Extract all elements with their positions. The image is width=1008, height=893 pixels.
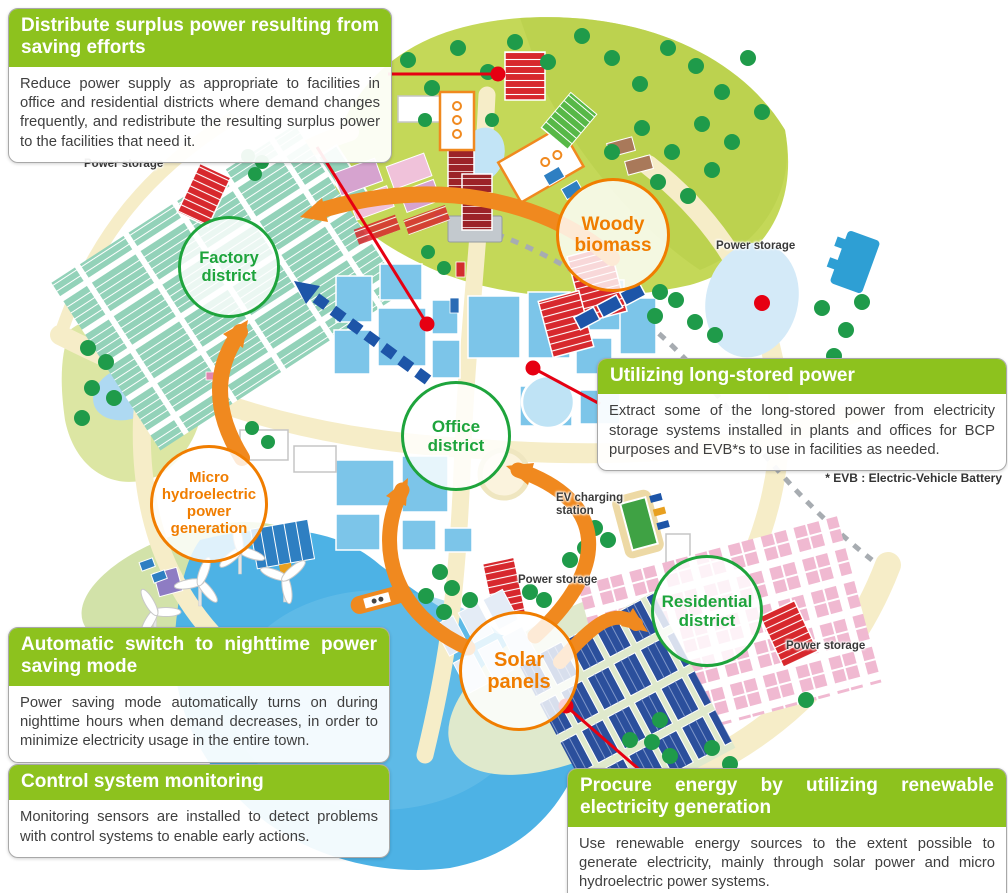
micro-hydro-solar-panel xyxy=(249,518,316,577)
callout-title: Automatic switch to nighttime power savi… xyxy=(9,628,389,686)
callout-title: Procure energy by utilizing renewable el… xyxy=(568,769,1006,827)
cars xyxy=(205,261,466,381)
district-label-office: Office district xyxy=(427,416,485,455)
source-label-woody-biomass: Woody biomass xyxy=(574,213,652,256)
ev-charging-station-label: EV charging station xyxy=(556,492,624,517)
callout-body: Use renewable energy sources to the exte… xyxy=(579,835,995,891)
district-label-factory: Factory district xyxy=(199,248,259,285)
callout-body: Extract some of the long-stored power fr… xyxy=(609,403,995,458)
callout-title: Utilizing long-stored power xyxy=(598,359,1006,395)
callout-connectors xyxy=(315,66,770,774)
small-blue-units xyxy=(138,557,168,584)
biomass-plant xyxy=(438,90,654,205)
district-circle-office: Office district xyxy=(401,381,511,491)
boat xyxy=(350,586,406,614)
ev-charging-station xyxy=(612,489,670,559)
callout-nighttime-saving: Automatic switch to nighttime power savi… xyxy=(8,627,390,763)
source-label-solar: Solar panels xyxy=(487,648,551,693)
callout-procure-renewable: Procure energy by utilizing renewable el… xyxy=(567,768,1007,893)
source-label-micro-hydro: Micro hydroelectric power generation xyxy=(161,469,257,537)
train xyxy=(572,281,647,331)
callout-control-monitoring: Control system monitoring Monitoring sen… xyxy=(8,764,390,858)
district-circle-factory: Factory district xyxy=(178,216,280,318)
callout-title: Distribute surplus power resulting from … xyxy=(9,9,391,67)
power-storage-label-residential: Power storage xyxy=(786,640,866,652)
trees xyxy=(74,28,870,784)
callout-body: Power saving mode automatically turns on… xyxy=(20,694,378,750)
source-circle-solar: Solar panels xyxy=(459,611,579,731)
district-circle-residential: Residential district xyxy=(651,555,763,667)
power-flow-arrowheads xyxy=(223,198,648,632)
source-circle-micro-hydro: Micro hydroelectric power generation xyxy=(150,445,268,563)
power-storage-label-solar: Power storage xyxy=(518,574,598,586)
surplus-redistribution-arrow xyxy=(294,281,432,385)
wind-turbines xyxy=(140,523,306,637)
callout-title: Control system monitoring xyxy=(9,765,389,801)
right-pond xyxy=(705,242,799,358)
power-storage-label-northeast: Power storage xyxy=(716,240,796,252)
evb-footnote: * EVB : Electric-Vehicle Battery xyxy=(825,471,1002,485)
source-circle-woody-biomass: Woody biomass xyxy=(556,178,670,292)
callout-long-stored-power: Utilizing long-stored power Extract some… xyxy=(597,358,1007,472)
callout-body: Reduce power supply as appropriate to fa… xyxy=(20,75,380,150)
district-label-residential: Residential district xyxy=(661,591,753,630)
round-building xyxy=(520,374,576,430)
callout-body: Monitoring sensors are installed to dete… xyxy=(20,809,378,845)
puzzle-building xyxy=(826,231,880,293)
callout-distribute-surplus: Distribute surplus power resulting from … xyxy=(8,8,392,163)
